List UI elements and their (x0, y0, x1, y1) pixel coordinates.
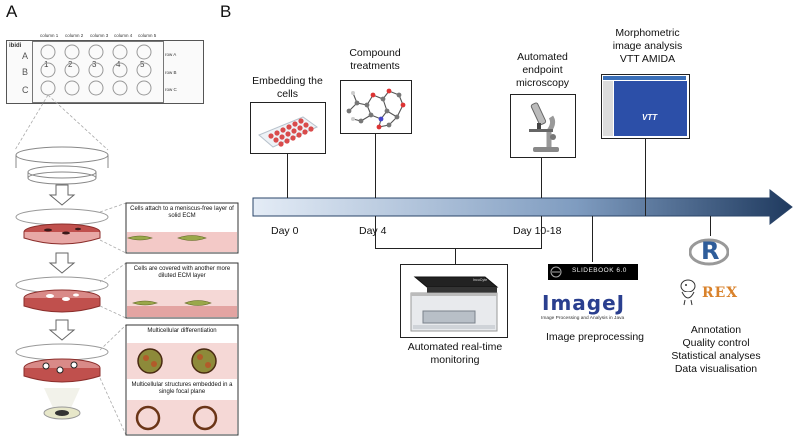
bracket-stem (455, 248, 456, 264)
wells (40, 44, 152, 96)
incucyte-device-image: IncuCyte (400, 264, 508, 338)
imagej-logo: ImageJ (542, 291, 626, 315)
well-number: 4 (116, 60, 121, 69)
connector-preprocessing (592, 216, 593, 262)
day-4: Day 4 (359, 225, 387, 237)
bracket-bottom (375, 248, 542, 249)
row-label: row C (165, 87, 177, 92)
step-3a-text: Multicellular differentiation (147, 328, 217, 334)
slidebook-label: SLIDEBOOK 6.0 (572, 267, 627, 274)
column-label: column 3 (90, 33, 109, 38)
column-label: column 2 (65, 33, 84, 38)
label-statistical-analyses: Statistical analyses (671, 350, 761, 362)
r-logo: R (689, 237, 729, 267)
well-number: 2 (68, 60, 73, 69)
incucyte-label: IncuCyte (473, 278, 488, 282)
well-number: 1 (44, 60, 49, 69)
well-grid (32, 41, 164, 103)
label-embedding: Embedding the cells (252, 75, 323, 101)
day-10-18: Day 10-18 (513, 225, 562, 237)
label-morphometric: Morphometric image analysis VTT AMIDA (612, 27, 683, 66)
bracket-right (541, 216, 542, 248)
column-label: column 5 (138, 33, 157, 38)
connector-day0 (287, 150, 288, 198)
row-label: row B (165, 70, 177, 75)
row-letter: A (22, 51, 29, 61)
label-microscopy: Automated endpoint microscopy (515, 51, 570, 90)
down-arrows (48, 184, 76, 341)
imagej-subtitle: Image Processing and Analysis in Java (541, 316, 625, 321)
panel-letter-a: A (6, 2, 18, 21)
connector-day10 (541, 157, 542, 198)
well-plate (6, 40, 204, 104)
dish-step-3 (15, 343, 109, 420)
microscope-image (510, 94, 576, 158)
embedding-image (250, 102, 326, 154)
label-realtime: Automated real-time monitoring (407, 341, 503, 367)
connector-annotation (710, 216, 711, 236)
connector-morphometric (645, 137, 646, 216)
dish-step-1 (15, 208, 109, 245)
step-2-text: Cells are covered with another more dilu… (133, 266, 231, 280)
connector-day4 (375, 132, 376, 198)
row-label: row A (165, 52, 177, 57)
column-label: column 4 (114, 33, 133, 38)
r-letter: R (701, 237, 720, 265)
panel-letter-b: B (220, 2, 232, 21)
day-0: Day 0 (271, 225, 299, 237)
bracket-left (375, 216, 376, 248)
slidebook-logo: SLIDEBOOK 6.0 (548, 264, 638, 280)
step-3b-text: Multicellular structures embedded in a s… (131, 382, 233, 396)
empty-dish (15, 146, 109, 185)
row-letter: C (22, 85, 29, 95)
compound-molecule-image (340, 80, 412, 134)
well-number: 5 (140, 60, 145, 69)
label-preprocessing: Image preprocessing (545, 331, 645, 343)
row-letter: B (22, 67, 29, 77)
dish-step-2 (15, 276, 109, 313)
rex-dinosaur-icon (676, 276, 700, 306)
label-annotation: Annotation (690, 324, 742, 336)
label-data-visualisation: Data visualisation (674, 363, 758, 375)
rex-logo: REX (702, 285, 739, 301)
step-1-text: Cells attach to a meniscus-free layer of… (130, 206, 234, 220)
label-quality-control: Quality control (682, 337, 750, 349)
plate-brand: ibidi (9, 43, 22, 49)
vtt-amida-screenshot: VTT (601, 74, 690, 139)
column-label: column 1 (40, 33, 59, 38)
vtt-logo: VTT (642, 113, 658, 122)
well-number: 3 (92, 60, 97, 69)
label-compound: Compound treatments (349, 47, 401, 73)
